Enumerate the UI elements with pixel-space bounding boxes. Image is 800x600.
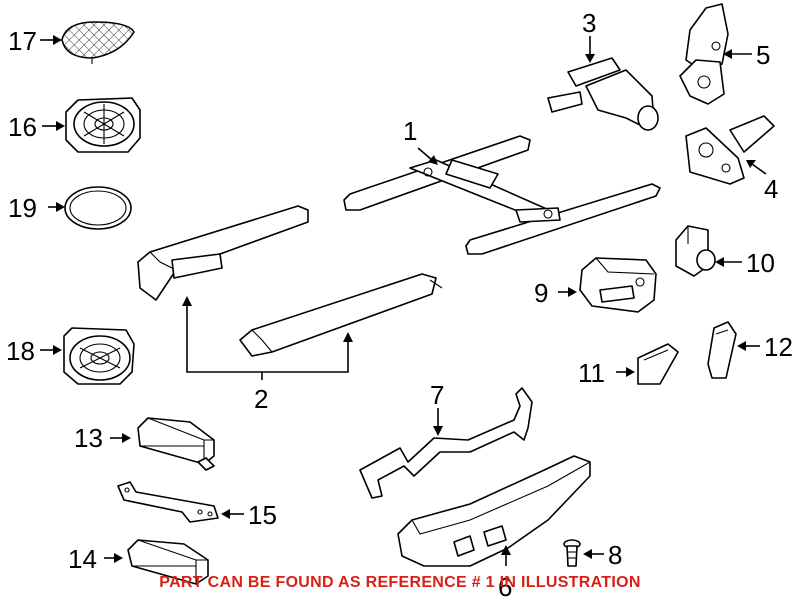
leader-19	[48, 202, 65, 212]
part-2-seat-track-covers	[137, 205, 443, 357]
callout-8: 8	[608, 540, 622, 570]
callout-11: 11	[578, 358, 605, 388]
part-12-switch-knob	[707, 321, 737, 379]
part-18-speaker-housing	[63, 327, 135, 385]
leader-8	[583, 549, 604, 559]
callout-10: 10	[746, 248, 775, 278]
callout-3: 3	[582, 8, 596, 38]
leader-10	[715, 257, 742, 267]
reference-note: PART CAN BE FOUND AS REFERENCE # 1 IN IL…	[159, 574, 641, 591]
leader-3	[585, 36, 595, 63]
part-6-seat-side-cover	[397, 455, 591, 567]
callout-18: 18	[6, 336, 35, 366]
part-9-switch-panel	[579, 257, 657, 313]
callout-15: 15	[248, 500, 277, 530]
leader-12	[737, 341, 760, 351]
leader-4	[746, 160, 767, 175]
callout-5: 5	[756, 40, 770, 70]
part-7-wire-frame	[359, 387, 533, 499]
part-11-switch-knob	[637, 343, 679, 385]
part-17-speaker-grille	[61, 21, 135, 64]
leader-2	[182, 296, 353, 380]
callout-9: 9	[534, 278, 548, 308]
leader-9	[558, 287, 577, 297]
leader-18	[40, 345, 62, 355]
leader-5	[723, 49, 752, 59]
callout-12: 12	[764, 332, 793, 362]
part-1-seat-frame	[343, 135, 661, 255]
leader-11	[616, 367, 635, 377]
callout-14: 14	[68, 544, 97, 574]
leader-16	[42, 121, 65, 131]
callout-16: 16	[8, 112, 37, 142]
part-3-seat-motor	[547, 57, 659, 131]
leader-6	[501, 545, 511, 566]
part-19-speaker-ring	[64, 186, 132, 230]
callout-6: 6	[498, 572, 512, 600]
leader-7	[433, 408, 443, 436]
callout-19: 19	[8, 193, 37, 223]
part-8-fastener	[563, 539, 581, 567]
leader-17	[40, 35, 62, 45]
part-10-seat-switch	[675, 225, 716, 277]
leader-1	[417, 147, 438, 165]
callout-7: 7	[430, 380, 444, 410]
leader-13	[110, 433, 131, 443]
part-16-speaker	[65, 97, 141, 153]
callout-4: 4	[764, 174, 778, 204]
callout-17: 17	[8, 26, 37, 56]
part-14-control-module	[127, 539, 209, 585]
leader-14	[104, 553, 123, 563]
part-15-mounting-bracket	[117, 481, 219, 523]
part-13-control-module	[137, 417, 215, 471]
part-4-seat-actuator	[685, 115, 775, 185]
part-5-recliner-mechanism	[679, 3, 729, 105]
callout-13: 13	[74, 423, 103, 453]
callout-1: 1	[403, 116, 417, 146]
leader-15	[221, 509, 244, 519]
callout-2: 2	[254, 384, 268, 414]
